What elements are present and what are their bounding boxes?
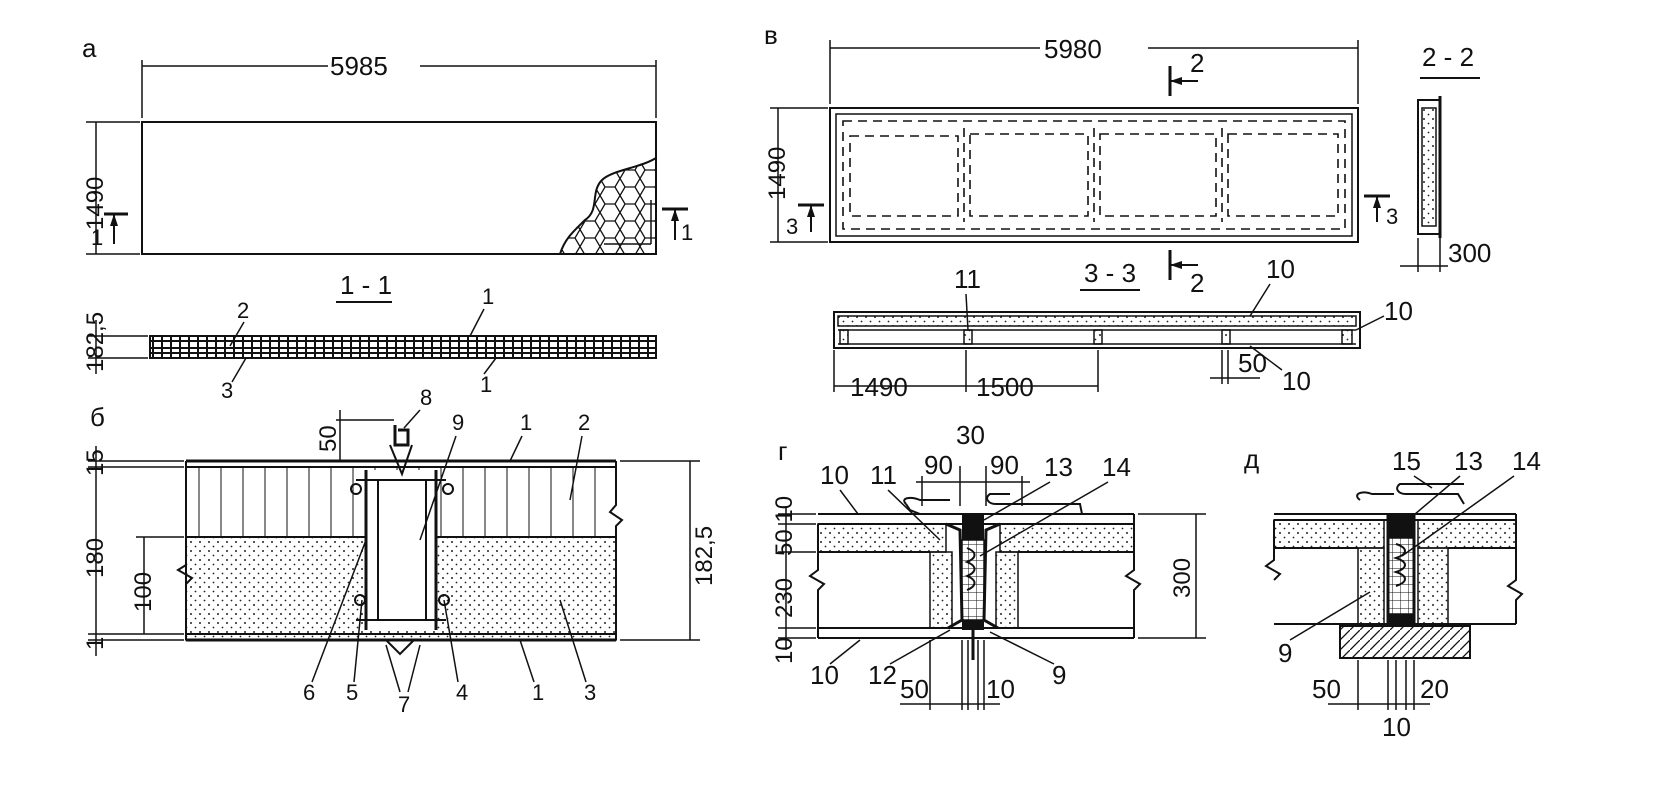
d-n14: 14: [1512, 446, 1541, 476]
v-cut3-right: 3: [1386, 204, 1398, 229]
detail-d: д 15 13 14 9: [1244, 444, 1541, 742]
g-n10a: 10: [820, 460, 849, 490]
g-d230: 230: [771, 578, 798, 618]
g-d50: 50: [900, 674, 929, 704]
b-n1a: 1: [520, 410, 532, 435]
v-n10a: 10: [1266, 254, 1295, 284]
b-n7: 7: [398, 692, 410, 717]
label-d: д: [1244, 444, 1259, 474]
label-g: г: [778, 436, 787, 466]
a-height: 1490: [82, 177, 109, 230]
g-d90a: 90: [924, 450, 953, 480]
label-sec33: 3 - 3: [1084, 258, 1136, 288]
g-d90b: 90: [990, 450, 1019, 480]
d-d20: 20: [1420, 674, 1449, 704]
detail-b: б 15 180 100 1: [82, 385, 718, 717]
g-d10b: 10: [986, 674, 1015, 704]
view-a: а 5985 1490 1 1: [82, 33, 693, 255]
g-d30: 30: [956, 420, 985, 450]
b-n6: 6: [303, 680, 315, 705]
a-callout-1b: 1: [480, 372, 492, 397]
b-n8: 8: [420, 385, 432, 410]
v-cut3-left: 3: [786, 214, 798, 239]
a-length: 5985: [330, 51, 388, 81]
b-n3: 3: [584, 680, 596, 705]
a-callout-2: 2: [237, 298, 249, 323]
section-2-2: 2 - 2 300: [1400, 42, 1491, 272]
b-d1: 1: [82, 637, 109, 650]
label-a: а: [82, 33, 97, 63]
g-n13: 13: [1044, 452, 1073, 482]
g-n14: 14: [1102, 452, 1131, 482]
detail-g: г 30 90 90 13 1: [771, 420, 1206, 710]
b-n1b: 1: [532, 680, 544, 705]
b-n2: 2: [578, 410, 590, 435]
label-sec11: 1 - 1: [340, 270, 392, 300]
a-callout-3: 3: [221, 378, 233, 403]
a-callout-1a: 1: [482, 284, 494, 309]
d-d50: 50: [1312, 674, 1341, 704]
section-1-1: 1 - 1 182,5 2 1 3 1: [82, 270, 657, 403]
d-n15: 15: [1392, 446, 1421, 476]
v-n10c: 10: [1282, 366, 1311, 396]
b-d50: 50: [315, 425, 342, 452]
section-3-3: 3 - 3 11 10 10 10 1490 1500 50: [833, 254, 1413, 402]
a-cut-right: 1: [681, 220, 693, 245]
g-n12: 12: [868, 660, 897, 690]
v-d1490: 1490: [850, 372, 908, 402]
b-d1825: 182,5: [691, 526, 718, 586]
label-b: б: [90, 402, 105, 432]
view-v: в 5980 1490 2 2 3: [764, 20, 1398, 298]
v-d50: 50: [1238, 348, 1267, 378]
g-n10b: 10: [810, 660, 839, 690]
v-length: 5980: [1044, 34, 1102, 64]
v-cut2-bot: 2: [1190, 268, 1204, 298]
a-cut-left: 1: [91, 225, 103, 250]
g-n9: 9: [1052, 660, 1066, 690]
b-d15: 15: [82, 449, 109, 476]
b-d180: 180: [82, 538, 109, 578]
label-v: в: [764, 20, 778, 50]
b-n5: 5: [346, 680, 358, 705]
b-n4: 4: [456, 680, 468, 705]
g-n11: 11: [870, 460, 897, 490]
b-n9: 9: [452, 410, 464, 435]
v-n11: 11: [954, 264, 981, 294]
label-sec22: 2 - 2: [1422, 42, 1474, 72]
v-d1500: 1500: [976, 372, 1034, 402]
v-height: 1490: [764, 147, 791, 200]
v-n10b: 10: [1384, 296, 1413, 326]
v-d300: 300: [1448, 238, 1491, 268]
a-thickness: 182,5: [82, 312, 109, 372]
g-d10: 10: [771, 637, 798, 664]
d-n9: 9: [1278, 638, 1292, 668]
b-d100: 100: [130, 572, 157, 612]
g-d50-10: 50 10: [771, 496, 798, 556]
d-d10: 10: [1382, 712, 1411, 742]
g-d300: 300: [1169, 558, 1196, 598]
d-n13: 13: [1454, 446, 1483, 476]
v-cut2-top: 2: [1190, 48, 1204, 78]
